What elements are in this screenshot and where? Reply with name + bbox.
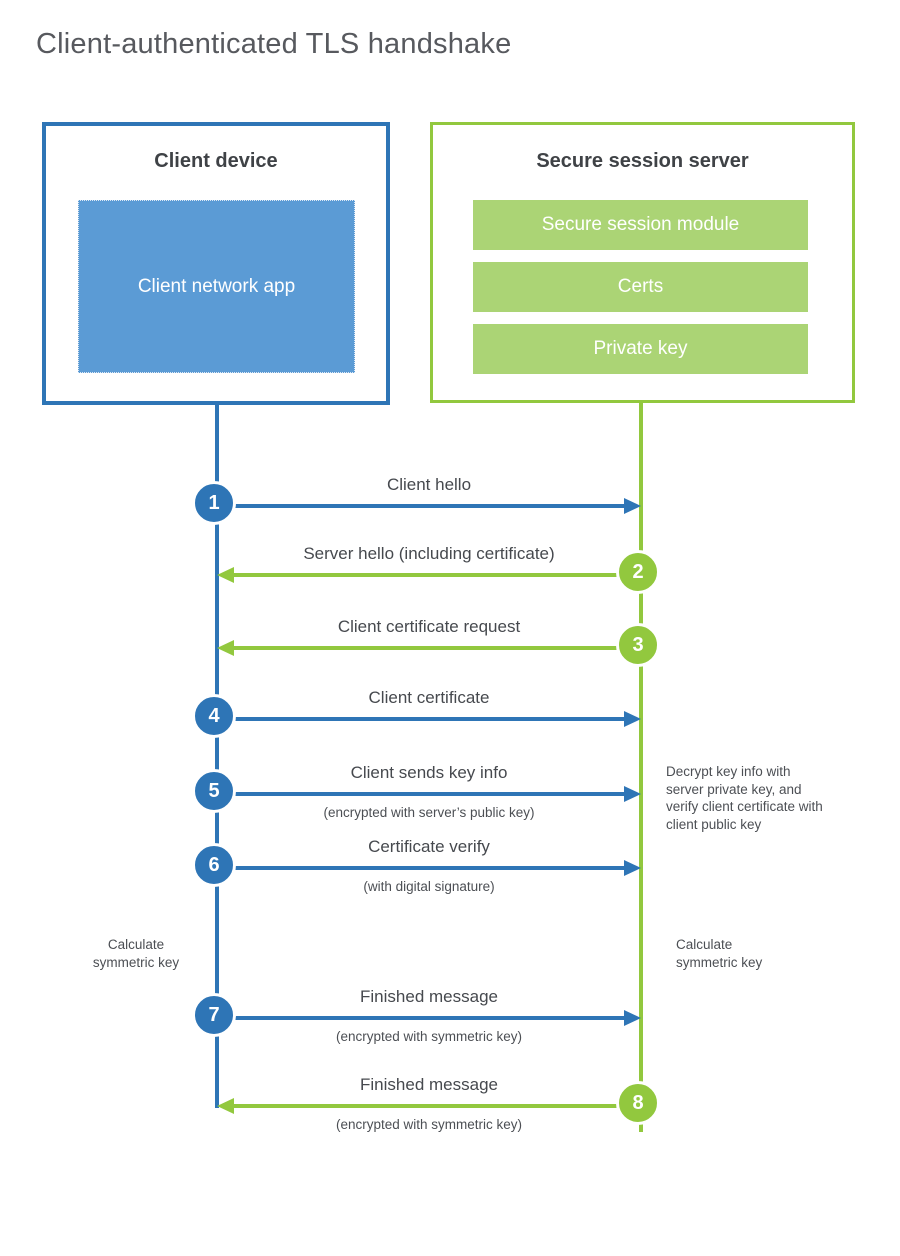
step-number-badge: 2 xyxy=(616,550,660,594)
step-label: Client sends key info xyxy=(350,763,508,782)
step-number-badge: 8 xyxy=(616,1081,660,1125)
step-label: Certificate verify xyxy=(368,837,490,856)
server-module-certs: Certs xyxy=(473,262,808,312)
left-arrow-icon xyxy=(233,646,641,650)
left-arrow-icon xyxy=(233,573,641,577)
server-decrypt-note: Decrypt key info with server private key… xyxy=(666,764,823,832)
client-device-heading: Client device xyxy=(154,150,278,172)
server-module-private-key: Private key xyxy=(473,324,808,374)
server-calculate-symmetric-key-note: Calculate symmetric key xyxy=(676,937,763,970)
right-arrow-icon xyxy=(217,1016,625,1020)
step-number-badge: 6 xyxy=(192,843,236,887)
server-module-secure-session: Secure session module xyxy=(473,200,808,250)
step-label: Server hello (including certificate) xyxy=(303,544,555,563)
left-arrow-icon xyxy=(233,1104,641,1108)
step-number-badge: 5 xyxy=(192,769,236,813)
client-network-app-box: Client network app xyxy=(78,200,355,373)
step-sublabel: (encrypted with symmetric key) xyxy=(335,1117,523,1132)
client-network-app-label: Client network app xyxy=(137,275,296,297)
step-label: Client certificate request xyxy=(337,617,521,636)
step-sublabel: (with digital signature) xyxy=(363,879,495,894)
step-label: Client hello xyxy=(386,475,472,494)
step-number-badge: 1 xyxy=(192,481,236,525)
step-number-badge: 3 xyxy=(616,623,660,667)
secure-session-server-heading: Secure session server xyxy=(536,150,749,172)
client-lifeline xyxy=(215,404,219,1108)
right-arrow-icon xyxy=(217,504,625,508)
page-title: Client-authenticated TLS handshake xyxy=(36,28,512,60)
right-arrow-icon xyxy=(217,792,625,796)
client-calculate-symmetric-key-note: Calculate symmetric key xyxy=(92,937,180,970)
step-sublabel: (encrypted with server’s public key) xyxy=(323,805,535,820)
step-number-badge: 4 xyxy=(192,694,236,738)
right-arrow-icon xyxy=(217,717,625,721)
step-label: Finished message xyxy=(360,987,498,1006)
step-sublabel: (encrypted with symmetric key) xyxy=(335,1029,523,1044)
step-label: Finished message xyxy=(360,1075,498,1094)
step-label: Client certificate xyxy=(368,688,490,707)
step-number-badge: 7 xyxy=(192,993,236,1037)
server-lifeline xyxy=(639,402,643,1132)
right-arrow-icon xyxy=(217,866,625,870)
